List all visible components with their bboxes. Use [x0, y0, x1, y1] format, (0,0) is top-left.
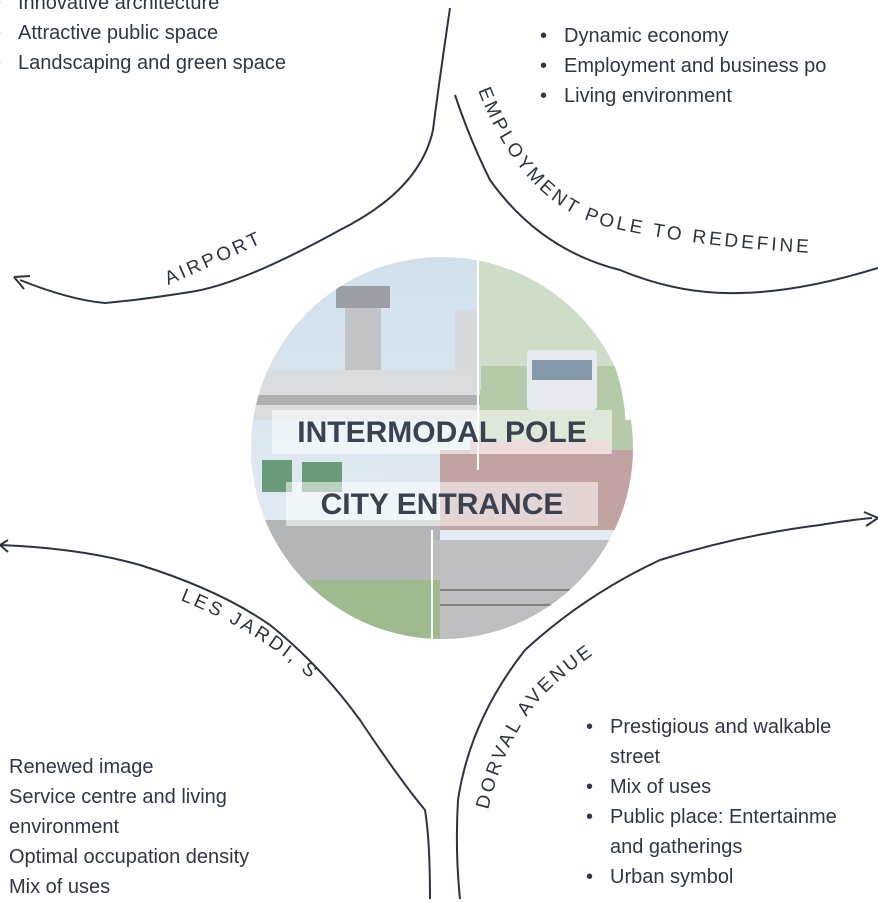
list-item: Renewed image: [9, 756, 154, 778]
arc-label-les-jardins: LES JARDI, S: [178, 585, 323, 684]
arrow-left-bottom-icon: [0, 539, 9, 553]
list-item-continuation: and gatherings: [610, 836, 743, 858]
center-title-city-entrance: CITY ENTRANCE: [321, 488, 564, 521]
list-item: Urban symbol: [578, 862, 878, 892]
list-item-continuation: street: [610, 746, 661, 768]
list-bottom-right: Prestigious and walkable street Mix of u…: [578, 712, 878, 892]
list-item: Landscaping and green space: [0, 48, 286, 78]
list-item: Living environment: [532, 81, 826, 111]
title-band-2: [286, 482, 598, 526]
list-item: Mix of uses: [578, 772, 878, 802]
center-title-intermodal: INTERMODAL POLE: [297, 416, 586, 449]
curve-top-right: [454, 94, 878, 295]
list-bottom-left: Renewed image Service centre and living …: [9, 752, 329, 902]
list-item: Optimal occupation density: [9, 846, 250, 868]
list-item: Attractive public space: [0, 18, 286, 48]
curve-top-left: [19, 7, 451, 305]
list-top-left: Innovative architecture Attractive publi…: [0, 0, 286, 78]
list-item: Innovative architecture: [0, 0, 286, 18]
arrow-right-icon: [863, 511, 878, 527]
list-top-right: Dynamic economy Employment and business …: [532, 21, 826, 111]
list-item: Mix of uses: [9, 876, 111, 898]
list-item: environment: [9, 816, 120, 838]
list-item: Public place: Entertainme: [578, 802, 878, 832]
arc-label-airport: AIRPORT: [162, 228, 266, 290]
list-item: Prestigious and walkable: [578, 712, 878, 742]
list-item: Dynamic economy: [532, 21, 826, 51]
list-item: Service centre and living: [9, 786, 227, 808]
curve-bottom-left: [0, 544, 431, 899]
title-band-1: [272, 410, 612, 454]
list-item: Employment and business po: [532, 51, 826, 81]
arrow-left-icon: [13, 275, 31, 290]
curve-bottom-right: [455, 517, 873, 899]
